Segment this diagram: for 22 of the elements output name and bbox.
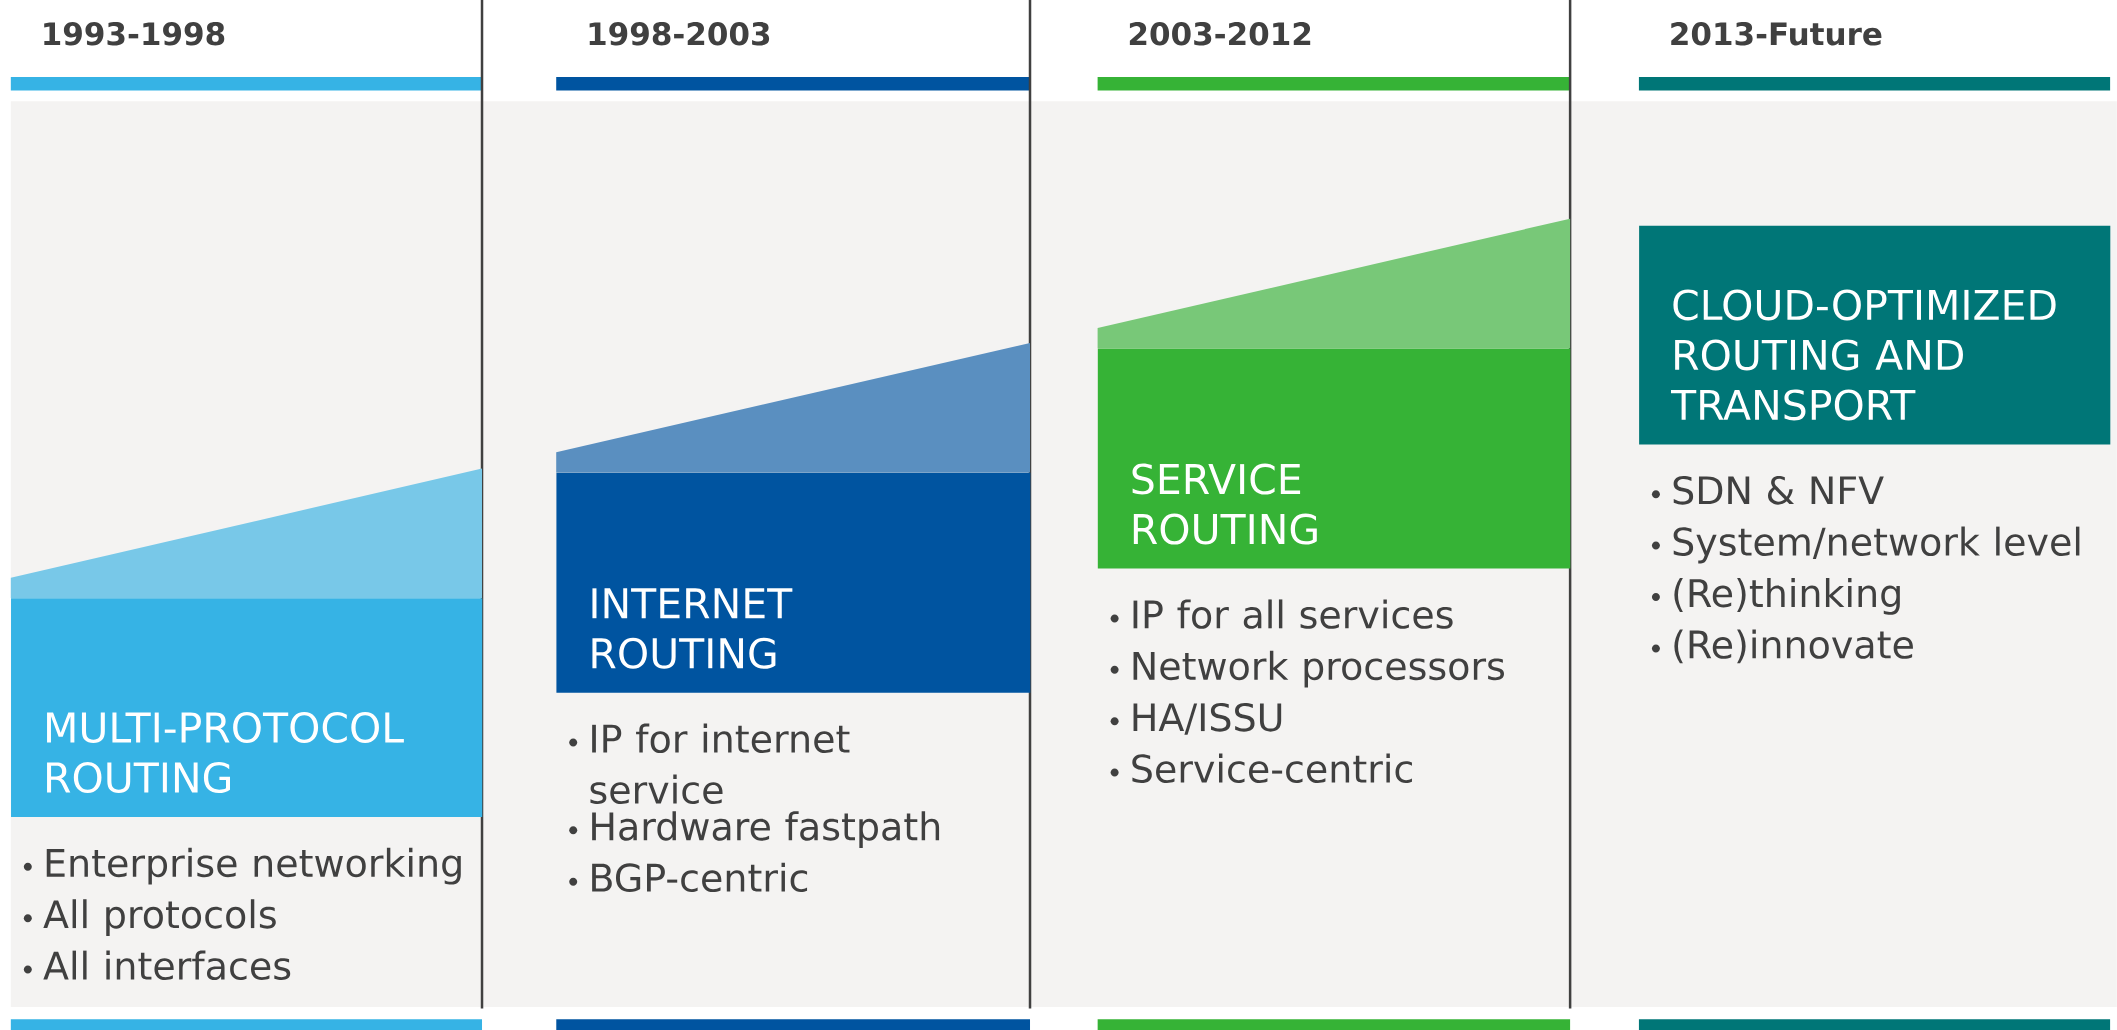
era-box: INTERNET ROUTING: [556, 342, 1031, 693]
year-heading: 2013-Future: [1671, 22, 1882, 46]
bullet-item: (Re)thinking: [1651, 578, 1900, 615]
bullet-item: IP for all services: [1110, 599, 1453, 629]
bullet-item: BGP-centric: [569, 862, 808, 893]
year-heading: 1998-2003: [589, 22, 770, 46]
year-heading: 1993-1998: [44, 22, 225, 46]
bullet-item: HA/ISSU: [1110, 702, 1282, 735]
bullet-item: SDN & NFV: [1651, 475, 1884, 505]
year-heading: 2003-2012: [1129, 22, 1311, 46]
bullet-item: All interfaces: [23, 950, 291, 981]
era-box: SERVICE ROUTING: [1097, 218, 1571, 569]
bullet-item: System/network level: [1651, 526, 2080, 564]
bullet-item: Hardware fastpath: [569, 811, 940, 849]
era-box: CLOUD-OPTIMIZED ROUTING AND TRANSPORT: [1639, 225, 2111, 445]
bullet-item: All protocols: [23, 899, 276, 936]
bullet-item: Network processors: [1110, 650, 1504, 688]
bullet-item: Enterprise networking: [23, 847, 461, 885]
era-box: MULTI-PROTOCOL ROUTING: [10, 468, 483, 817]
bullet-item: (Re)innovate: [1651, 629, 1913, 664]
bullet-item: Service-centric: [1110, 753, 1412, 784]
bullet-item: IP for internet service: [569, 723, 850, 805]
